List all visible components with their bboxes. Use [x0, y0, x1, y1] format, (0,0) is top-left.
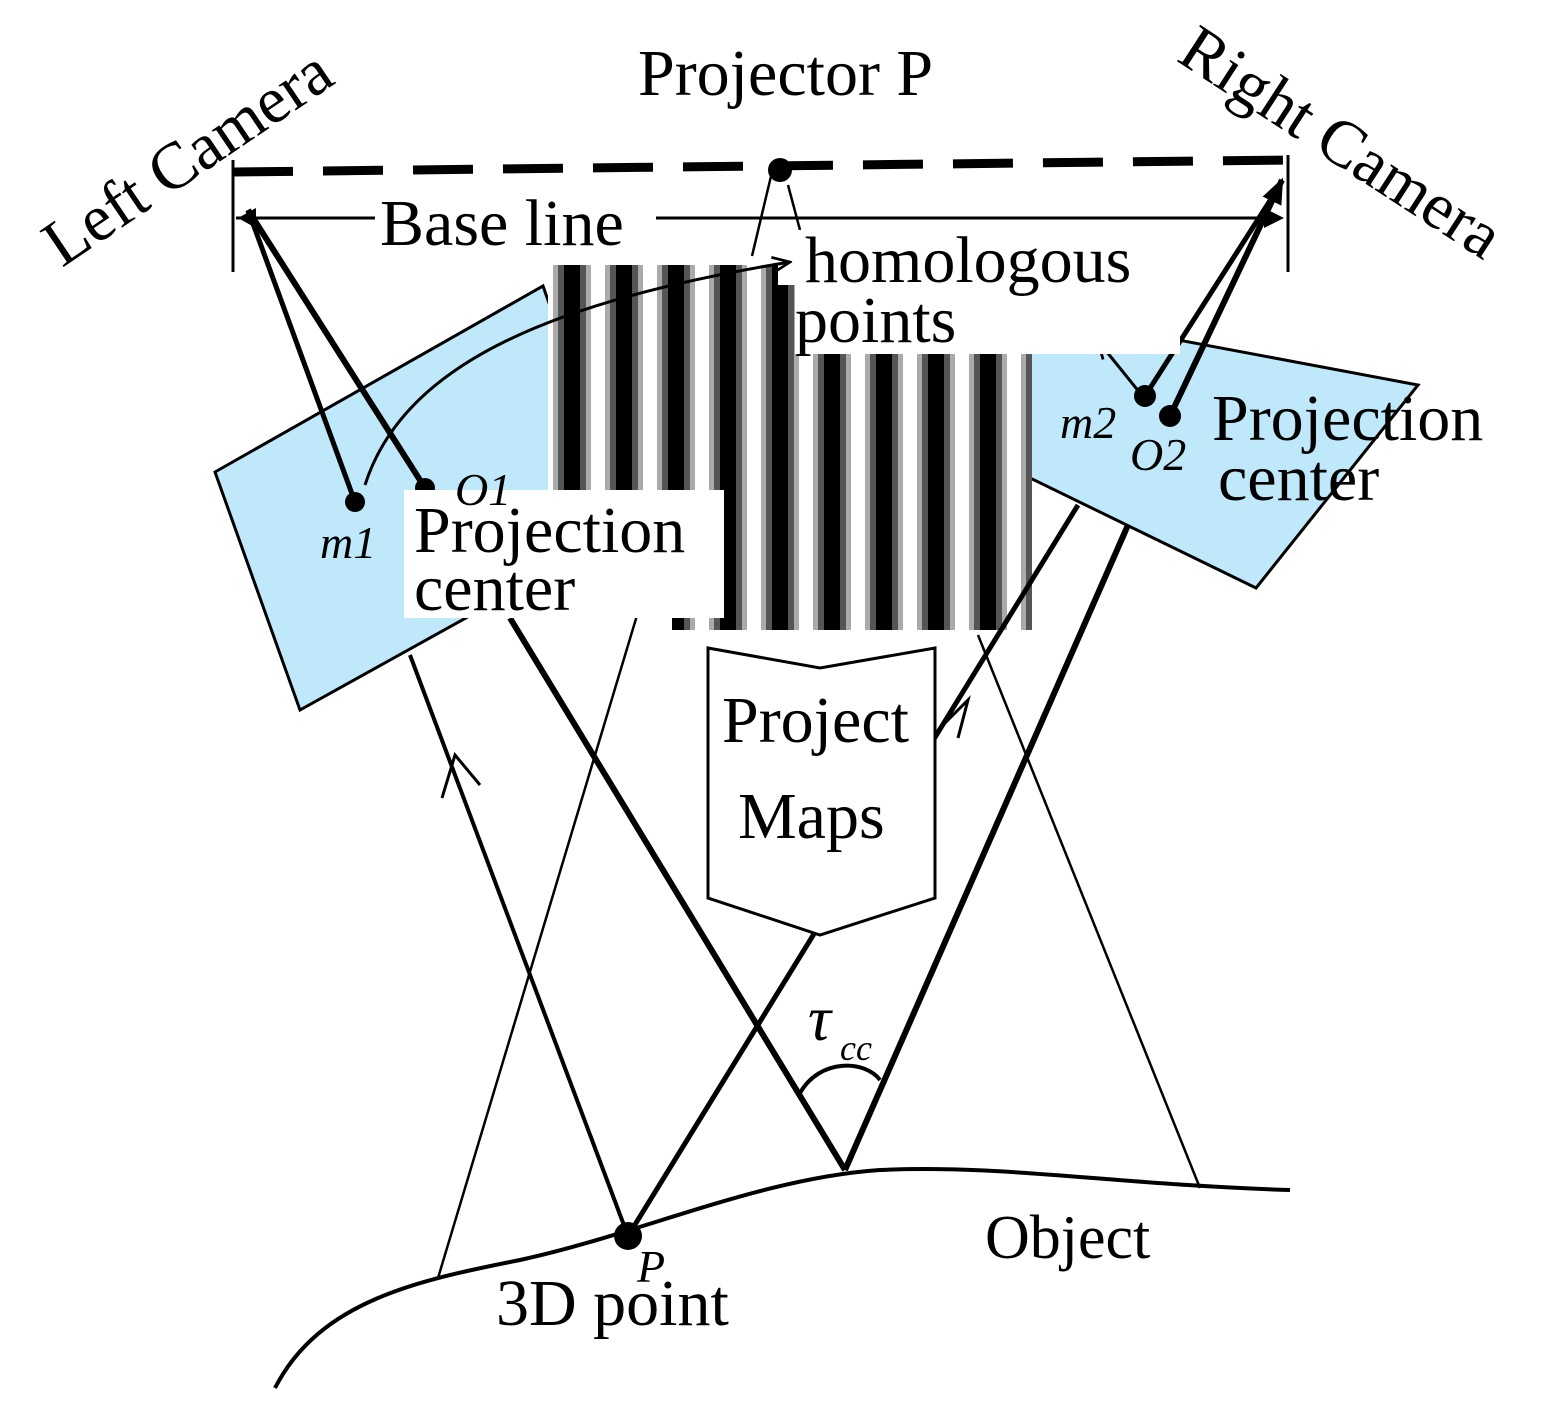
3d-point-label: 3D point [496, 1267, 729, 1340]
maps-label: Maps [738, 780, 885, 853]
p-label: P [636, 1241, 665, 1292]
left-camera-label: Left Camera [30, 34, 346, 280]
m1-point [345, 492, 365, 512]
m2-label: m2 [1060, 397, 1116, 448]
m1-label: m1 [320, 517, 376, 568]
right-camera-label: Right Camera [1167, 11, 1516, 273]
left-center-label: center [414, 552, 575, 625]
left-camera-rays [245, 208, 428, 503]
right-camera-rays [1142, 177, 1285, 418]
camera-baseline-dashed [232, 155, 1291, 177]
object-label: Object [985, 1204, 1150, 1272]
projector-point [768, 158, 792, 182]
object-surface [273, 1166, 1291, 1389]
o2-point [1159, 405, 1181, 427]
points-label: points [795, 284, 956, 357]
o2-label: O2 [1130, 429, 1186, 480]
right-center-label: center [1218, 442, 1379, 515]
tau-symbol: τ [808, 983, 833, 1054]
right-projection-label: Projection [1212, 382, 1483, 455]
label-backgrounds [376, 188, 1180, 618]
ray-direction-marks [440, 695, 971, 799]
tau-subscript: cc [840, 1028, 872, 1068]
3d-point-marker [614, 1222, 642, 1250]
projector-label: Projector P [638, 37, 933, 110]
o1-label: O1 [455, 464, 511, 515]
homologous-label: homologous [805, 224, 1131, 297]
project-maps-arrow [706, 646, 937, 937]
base-line-dimension [231, 155, 1290, 272]
left-projection-label: Projection [414, 494, 685, 567]
m2-point [1134, 385, 1156, 407]
project-label: Project [722, 684, 909, 757]
base-line-label: Base line [380, 187, 624, 260]
projector-rays [436, 171, 1202, 1279]
tau-angle-arc [798, 1063, 882, 1095]
